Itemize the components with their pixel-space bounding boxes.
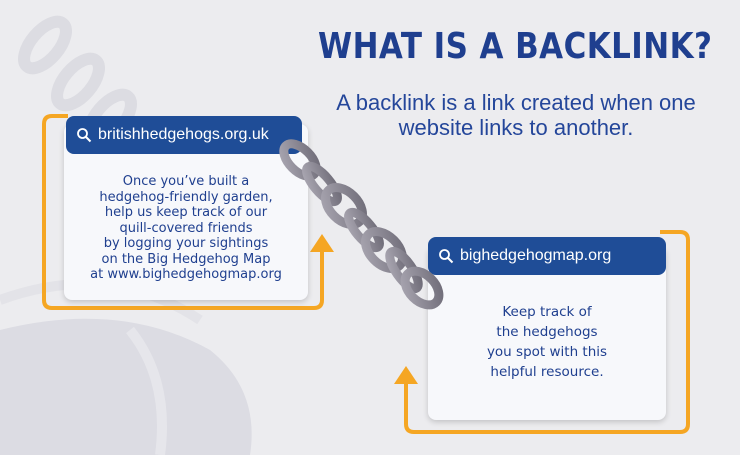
text-line: hedgehog-friendly garden, [99, 189, 273, 205]
text-line: help us keep track of our [104, 205, 268, 220]
chain-link [400, 266, 444, 310]
target-site-description: Keep track of the hedgehogs you spot wit… [438, 302, 656, 382]
search-icon [439, 249, 454, 264]
source-url: britishhedgehogs.org.uk [98, 126, 269, 143]
text-line: by logging your sightings [103, 236, 269, 251]
text-line: at www.bighedgehogmap.org [90, 267, 282, 282]
text-line: quill-covered friends [119, 220, 253, 236]
chain-link [361, 227, 407, 273]
text-line: on the Big Hedgehog Map [101, 251, 271, 267]
source-url-bar[interactable]: britishhedgehogs.org.uk [66, 116, 302, 154]
text-line: Once you’ve built a [122, 174, 250, 189]
text-line: helpful resource. [490, 364, 604, 380]
left-arrow-path [42, 114, 324, 310]
search-icon [77, 128, 92, 143]
text-line: the hedgehogs [496, 324, 598, 340]
source-site-description: Once you’ve built a hedgehog-friendly ga… [70, 174, 302, 283]
target-site-card: Keep track of the hedgehogs you spot wit… [428, 246, 666, 420]
page-subtitle: A backlink is a link created when one we… [336, 90, 696, 140]
arrow-up-icon [310, 234, 334, 252]
right-arrow-path [404, 230, 690, 434]
chain-link [302, 161, 342, 207]
text-line: you spot with this [486, 344, 608, 360]
chain-link [321, 183, 367, 229]
target-url-bar[interactable]: bighedgehogmap.org [428, 237, 666, 275]
chain-link [344, 207, 384, 253]
arrow-up-icon [394, 366, 418, 384]
chain-link [279, 139, 321, 181]
chain-link [385, 246, 423, 294]
text-line: Keep track of [502, 304, 592, 320]
target-url: bighedgehogmap.org [460, 247, 612, 264]
